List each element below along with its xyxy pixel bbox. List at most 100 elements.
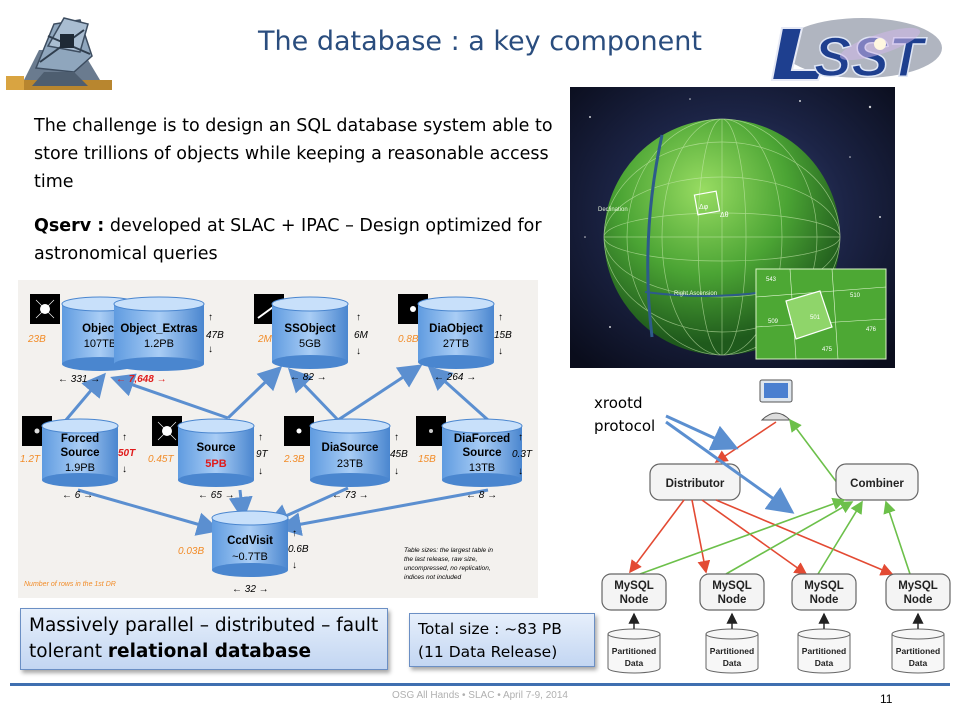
partitioned-data-cylinder: Partitioned Data: [797, 628, 851, 674]
svg-text:↓: ↓: [292, 560, 297, 571]
table-forced-source: Forced Source 1.9PB: [41, 418, 119, 487]
svg-text:↓: ↓: [356, 346, 361, 357]
massively-parallel-callout: Massively parallel – distributed – fault…: [20, 608, 388, 670]
svg-text:↑: ↑: [498, 312, 503, 323]
table-object-extras-name: Object_Extras: [120, 323, 197, 335]
table-diasource-name: DiaSource: [322, 442, 379, 454]
partitioned-data-label-2: Data: [625, 658, 644, 668]
mysql-node-label-2: Node: [904, 594, 933, 606]
partitioned-data-label-1: Partitioned: [896, 646, 940, 656]
link-ssobject-82: ← 82 →: [290, 372, 327, 383]
svg-text:↓: ↓: [498, 346, 503, 357]
svg-text:↑: ↑: [518, 432, 523, 443]
rows-ssobject: 2M: [257, 334, 273, 345]
distributor-label: Distributor: [666, 478, 725, 490]
distributor-box: Distributor: [649, 463, 741, 501]
slide-title: The database : a key component: [258, 26, 702, 57]
footer-text: OSG All Hands • SLAC • April 7-9, 2014: [392, 690, 568, 701]
partitioned-data-label-2: Data: [909, 658, 928, 668]
svg-text:↓: ↓: [518, 466, 523, 477]
growth-forced-source: 50T: [118, 448, 136, 459]
growth-diaforced-source: 0.3T: [512, 449, 533, 460]
diaforced-source-thumbnail: [416, 416, 446, 446]
svg-text:↓: ↓: [208, 344, 213, 355]
svg-text:↑: ↑: [122, 432, 127, 443]
partitioned-data-cylinder: Partitioned Data: [607, 628, 661, 674]
table-diaobject-size: 27TB: [443, 338, 469, 350]
qserv-label: Qserv :: [34, 216, 105, 236]
mysql-node-label-1: MySQL: [898, 580, 938, 592]
total-size-line2: (11 Data Release): [418, 643, 558, 661]
inset-label: 543: [766, 277, 777, 283]
growth-source: 9T: [256, 449, 269, 460]
table-source-size: 5PB: [205, 458, 226, 470]
link-source-65: ← 65 →: [198, 490, 235, 501]
client-computer-icon: [759, 379, 793, 421]
mysql-node-label-1: MySQL: [614, 580, 654, 592]
growth-diasource: 45B: [390, 449, 408, 460]
svg-text:↑: ↑: [208, 312, 213, 323]
challenge-paragraph: The challenge is to design an SQL databa…: [34, 116, 553, 192]
combiner-label: Combiner: [850, 478, 904, 490]
growth-ccdvisit: 0.6B: [288, 544, 309, 555]
link-forced-source-6: ← 6 →: [62, 490, 93, 501]
qserv-description: developed at SLAC + IPAC – Design optimi…: [34, 216, 542, 264]
link-ccdvisit-32: ← 32 →: [232, 584, 269, 595]
sizes-note-line: the last release, raw size,: [404, 556, 478, 563]
partitioned-data-cylinder: Partitioned Data: [891, 628, 945, 674]
link-diasource-73: ← 73 →: [332, 490, 369, 501]
combiner-box: Combiner: [835, 463, 919, 501]
sphere-label-dphi: Δφ: [699, 204, 709, 211]
rows-note: Number of rows in the 1st DR: [24, 581, 116, 588]
table-diaobject-name: DiaObject: [429, 323, 483, 335]
footer-rule: [10, 683, 950, 686]
mysql-node-label-1: MySQL: [804, 580, 844, 592]
svg-text:↑: ↑: [258, 432, 263, 443]
lsst-logo: SST: [770, 18, 942, 88]
table-ccdvisit-size: ~0.7TB: [232, 551, 268, 563]
inset-label: 509: [768, 319, 779, 325]
table-diasource: DiaSource 23TB: [309, 418, 391, 487]
table-object-extras-size: 1.2PB: [144, 338, 174, 350]
partitioned-data-label-2: Data: [815, 658, 834, 668]
xrootd-label-line1: xrootd: [594, 394, 643, 412]
sizes-note-line: uncompressed, no replication,: [404, 565, 491, 572]
source-thumbnail: [152, 416, 182, 446]
svg-text:↓: ↓: [258, 466, 263, 477]
table-ssobject-size: 5GB: [299, 338, 321, 350]
mysql-node-label-1: MySQL: [712, 580, 752, 592]
table-diaforced-source-size: 13TB: [469, 462, 495, 474]
page-number: 11: [880, 692, 893, 706]
svg-text:↓: ↓: [122, 464, 127, 475]
table-object-extras: Object_Extras 1.2PB: [113, 296, 205, 371]
table-ccdvisit: CcdVisit ~0.7TB: [211, 510, 289, 577]
table-ccdvisit-name: CcdVisit: [227, 535, 273, 547]
rows-diaforced-source: 15B: [418, 454, 436, 465]
callout-main-text: Massively parallel – distributed – fault…: [29, 615, 379, 662]
table-source: Source 5PB: [177, 418, 255, 487]
link-diaobject-264: ← 264 →: [434, 372, 476, 383]
total-size-line1: Total size : ~83 PB: [418, 620, 562, 638]
mysql-node-label-2: Node: [620, 594, 649, 606]
rows-ccdvisit: 0.03B: [178, 546, 204, 557]
partitioned-data-label-1: Partitioned: [612, 646, 656, 656]
mysql-node: MySQL Node: [885, 573, 951, 611]
partitioned-data-label-1: Partitioned: [710, 646, 754, 656]
table-object-size: 107TB: [84, 338, 116, 350]
mysql-node-label-2: Node: [718, 594, 747, 606]
diasource-thumbnail: [284, 416, 314, 446]
svg-text:↑: ↑: [394, 432, 399, 443]
telescope-logo: [6, 17, 112, 90]
table-ssobject-name: SSObject: [284, 323, 335, 335]
inset-label: 501: [810, 315, 821, 321]
table-source-name: Source: [197, 442, 236, 454]
table-diasource-size: 23TB: [337, 458, 363, 470]
rows-diaobject: 0.8B: [398, 334, 419, 345]
rows-object: 23B: [27, 334, 46, 345]
inset-label: 510: [850, 293, 861, 299]
qserv-architecture-diagram: Distributor Combiner MySQL Node MySQL No…: [601, 379, 951, 674]
rows-diasource: 2.3B: [283, 454, 305, 465]
svg-text:↑: ↑: [356, 312, 361, 323]
partitioned-data-label-2: Data: [723, 658, 742, 668]
